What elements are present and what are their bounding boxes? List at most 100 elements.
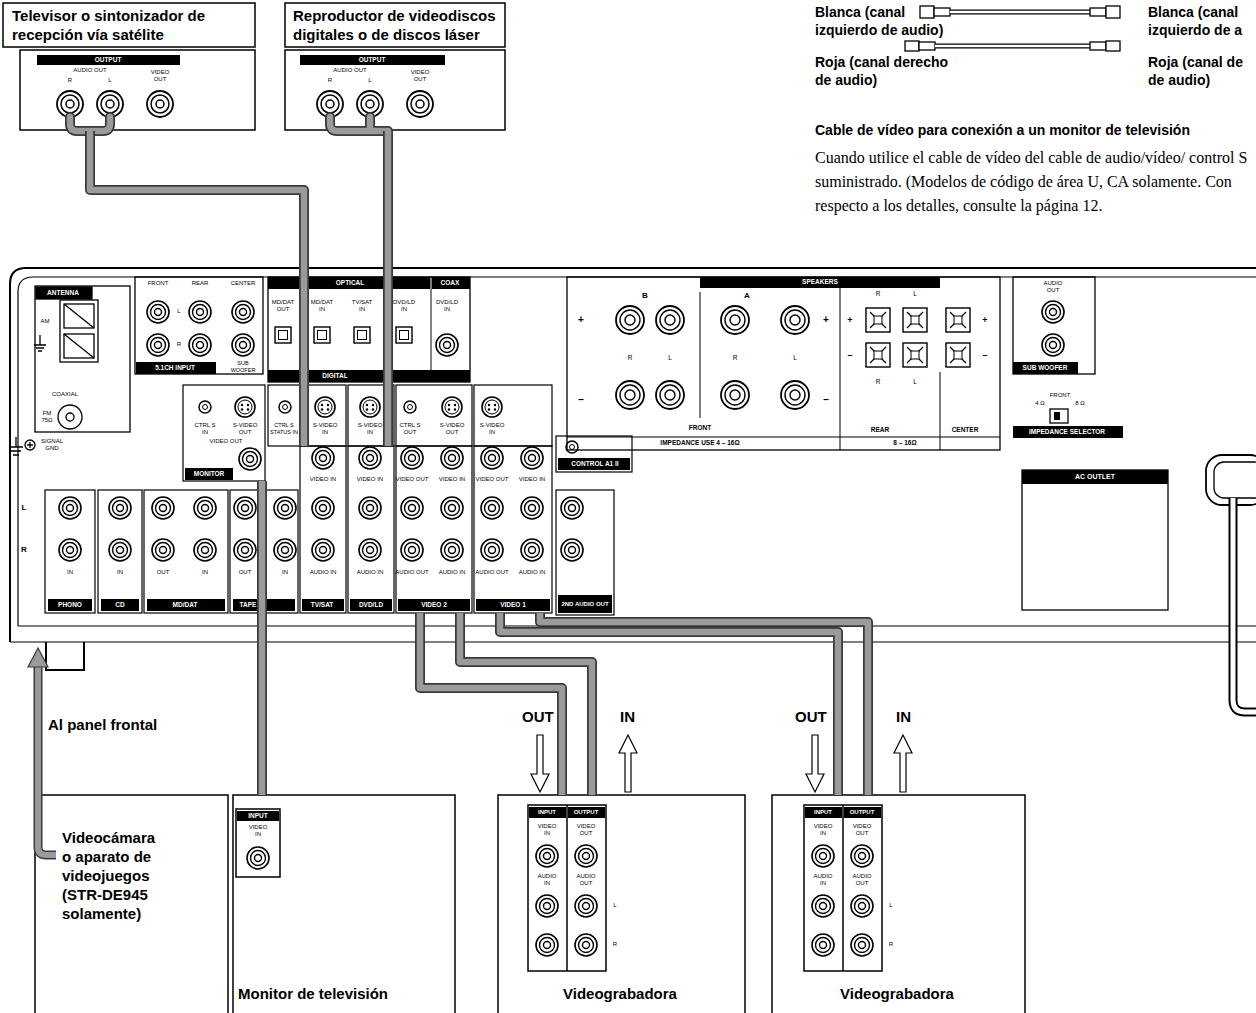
speaker-terminals bbox=[781, 381, 809, 409]
panel-label: 8 Ω bbox=[1075, 400, 1085, 407]
cable-stub bbox=[70, 117, 388, 131]
rca-jack bbox=[851, 895, 873, 917]
panel-label: R bbox=[876, 290, 881, 298]
speaker-terminals bbox=[567, 277, 1000, 450]
panel-label: ANTENNA bbox=[47, 289, 79, 297]
digital-inputs bbox=[396, 327, 412, 343]
panel-jacks bbox=[315, 397, 335, 417]
panel-jacks bbox=[441, 497, 463, 519]
panel-label: SUB WOOFER bbox=[228, 360, 258, 373]
speaker-terminals bbox=[866, 308, 890, 332]
ac-outlet bbox=[1022, 470, 1168, 484]
node-text: INPUT bbox=[248, 812, 268, 820]
node-text: L bbox=[108, 77, 111, 84]
device-outline bbox=[842, 805, 844, 971]
panel-label: Al panel frontal bbox=[48, 716, 157, 734]
device-outline bbox=[285, 3, 505, 47]
panel-label: OUT bbox=[157, 569, 170, 576]
panel-jacks bbox=[239, 448, 261, 470]
panel-label: IN bbox=[202, 569, 208, 576]
node-text: OUTPUT bbox=[359, 56, 386, 64]
rca-jack bbox=[536, 845, 558, 867]
cable-line bbox=[90, 131, 304, 446]
section-band bbox=[398, 599, 470, 611]
panel-label: COAX bbox=[441, 279, 460, 287]
panel-label: – bbox=[823, 394, 829, 406]
panel-label: AM bbox=[41, 318, 50, 325]
panel-label: IMPEDANCE USE 4 – 16Ω bbox=[660, 439, 739, 447]
av-section-outline bbox=[474, 385, 552, 446]
av-cable bbox=[460, 613, 592, 795]
panel-jacks bbox=[312, 497, 334, 519]
input-output-band bbox=[237, 811, 279, 821]
node-text: AUDIO OUT bbox=[333, 67, 366, 74]
rca-jack bbox=[147, 91, 173, 117]
panel-label: Roja (canal derecho de audio) bbox=[815, 53, 960, 89]
av-section-outline bbox=[348, 446, 394, 613]
device-outline bbox=[285, 50, 505, 130]
av-cable-drawing bbox=[1106, 41, 1120, 51]
section-band bbox=[48, 458, 630, 613]
panel-label: PHONO bbox=[58, 601, 82, 609]
panel-label: – bbox=[847, 350, 852, 361]
signal-direction-arrow bbox=[894, 735, 912, 792]
speaker-terminals bbox=[903, 343, 927, 367]
panel-label: AC OUTLET bbox=[1075, 473, 1115, 481]
panel-jacks bbox=[481, 539, 503, 561]
av-section-outline bbox=[45, 385, 632, 615]
output-band bbox=[300, 55, 445, 65]
av-cable-drawing bbox=[934, 8, 950, 16]
cable-line bbox=[90, 131, 304, 446]
cable-line bbox=[540, 613, 868, 795]
section-band bbox=[147, 599, 225, 611]
device-outline bbox=[528, 805, 606, 971]
subwoofer-output bbox=[1042, 334, 1064, 356]
subwoofer-output bbox=[1054, 412, 1060, 420]
panel-label: L bbox=[177, 308, 180, 315]
input-output-band bbox=[237, 807, 881, 821]
node-text: CTRL S IN bbox=[194, 422, 216, 436]
node-text: INPUT bbox=[814, 809, 832, 816]
panel-label: TAPE bbox=[240, 601, 257, 609]
rca-jack bbox=[247, 845, 873, 956]
panel-jacks bbox=[442, 397, 462, 417]
panel-jacks bbox=[199, 401, 211, 413]
node-text: AUDIO IN bbox=[519, 569, 546, 576]
panel-jacks bbox=[561, 497, 583, 519]
node-text: VIDEO OUT bbox=[475, 476, 508, 483]
rca-jack bbox=[575, 895, 597, 917]
av-section-outline bbox=[183, 385, 265, 481]
node-text: VIDEO IN bbox=[357, 476, 383, 483]
node-text: MONITOR bbox=[194, 470, 225, 478]
panel-label: FM 75Ω bbox=[39, 410, 55, 424]
cable-line bbox=[259, 481, 266, 795]
speaker-terminals bbox=[946, 308, 970, 332]
device-outline bbox=[804, 805, 882, 971]
section-band bbox=[48, 599, 92, 611]
signal-ground bbox=[9, 437, 35, 455]
subwoofer-output bbox=[1013, 277, 1095, 374]
panel-label: CENTER bbox=[952, 426, 979, 434]
receiver-panel bbox=[10, 268, 1256, 642]
panel-label: CTRL S OUT bbox=[398, 422, 422, 436]
input-51ch bbox=[232, 301, 254, 323]
panel-label: L bbox=[913, 290, 917, 298]
panel-jacks bbox=[401, 447, 423, 469]
panel-label: SUB WOOFER bbox=[1023, 364, 1068, 372]
cable-line bbox=[460, 613, 592, 795]
device-outline bbox=[3, 3, 255, 47]
panel-label: OUT bbox=[239, 569, 252, 576]
digital-inputs bbox=[268, 277, 470, 382]
node-text: AUDIO OUT bbox=[475, 569, 508, 576]
av-cable-drawing bbox=[919, 42, 935, 50]
node-text: DVD/LD bbox=[359, 601, 383, 609]
panel-label: R bbox=[177, 341, 181, 348]
rca-jack bbox=[57, 91, 433, 117]
speaker-terminals bbox=[616, 381, 644, 409]
input-51ch bbox=[136, 362, 216, 374]
panel-jacks bbox=[235, 397, 255, 417]
node-text: VIDEO IN bbox=[519, 476, 545, 483]
monitor-section: CTRL S INS-VIDEO OUTVIDEO OUTMONITOR bbox=[183, 385, 265, 481]
digital-inputs bbox=[314, 327, 330, 343]
node-text: AUDIO OUT bbox=[73, 67, 106, 74]
